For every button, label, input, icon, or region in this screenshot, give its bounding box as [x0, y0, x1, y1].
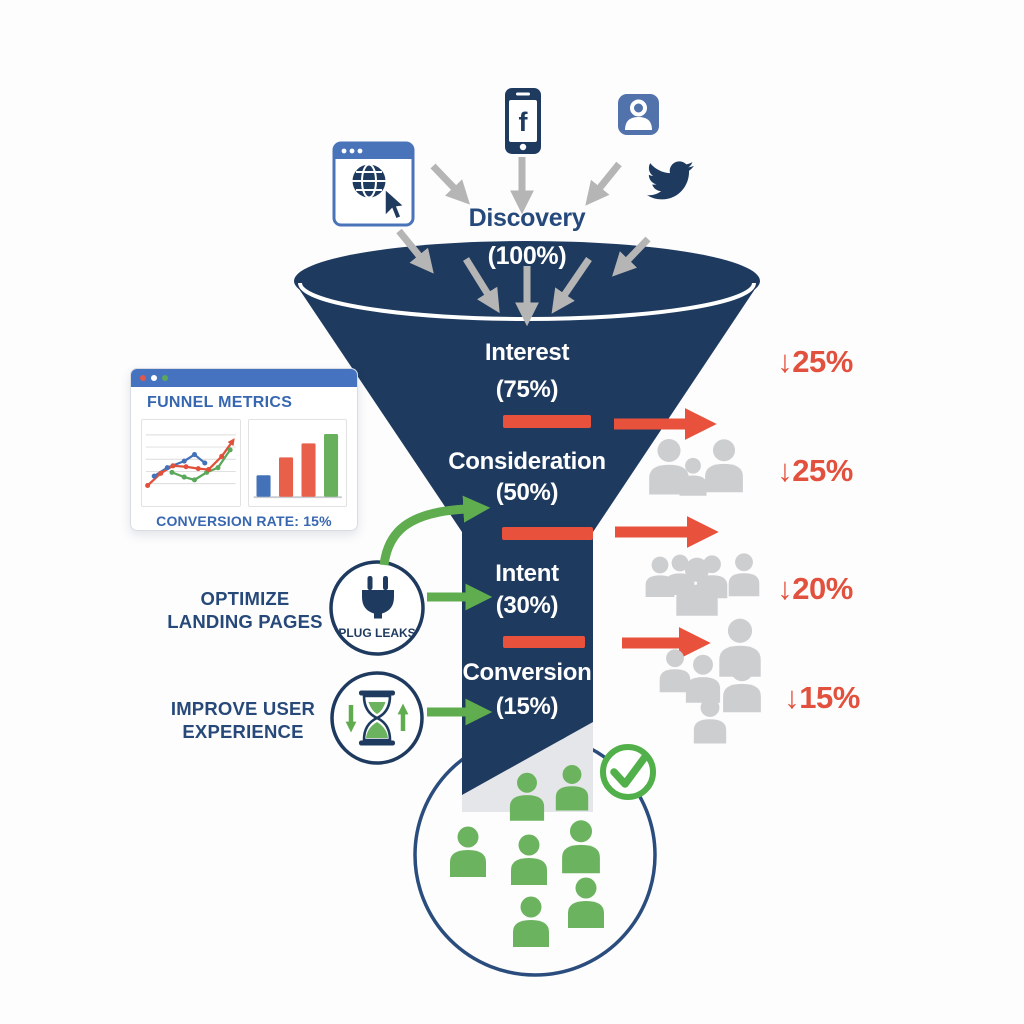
stage-consideration-value: (50%) [495, 479, 559, 506]
twitter-bird-icon [647, 161, 694, 200]
bar-chart [253, 433, 342, 499]
conversion-rate-label: CONVERSION RATE: 15% [156, 513, 332, 529]
traffic-arrow [551, 257, 592, 314]
traffic-arrow [612, 236, 651, 277]
stage-intent-value: (30%) [495, 592, 559, 619]
dropoff-label-1: ↓25% [777, 344, 853, 379]
plug-leaks-label: PLUG LEAKS [338, 626, 415, 640]
person-icon [685, 654, 721, 703]
data-point [191, 477, 198, 483]
window-dot-white [151, 375, 157, 381]
person-icon [511, 834, 547, 885]
gridlines [145, 434, 236, 485]
data-point [181, 474, 187, 480]
data-point [219, 453, 225, 459]
globe-icon [352, 163, 386, 199]
hourglass-badge [330, 671, 424, 765]
hourglass-icon [345, 690, 409, 746]
incoming-traffic-arrows [396, 157, 651, 327]
data-point [169, 469, 175, 475]
dropoff-label-3: ↓20% [777, 571, 853, 606]
checkmark-icon [600, 744, 656, 800]
bar [301, 443, 316, 497]
dropoff-label-4: ↓15% [784, 680, 860, 715]
window-dot-green [162, 375, 168, 381]
stage-intent-label: Intent [495, 560, 559, 587]
cursor-icon [384, 187, 406, 220]
curved-green-arrow [379, 495, 491, 566]
data-point [181, 458, 187, 464]
traffic-arrow [396, 228, 434, 274]
leak-bar [503, 636, 585, 648]
data-point [227, 447, 233, 453]
data-point [195, 466, 201, 472]
data-point [151, 473, 157, 479]
data-point [191, 452, 198, 458]
leak-arrows [614, 408, 719, 659]
card-charts [141, 419, 347, 507]
stage-consideration-label: Consideration [448, 448, 606, 475]
person-icon [693, 698, 727, 744]
data-point [145, 482, 151, 489]
stage-conversion-value: (15%) [495, 693, 559, 720]
leak-bar [502, 527, 593, 540]
plug-icon [362, 576, 394, 619]
funnel-metrics-card: FUNNEL METRICS CO [130, 368, 358, 531]
intervention-arrows [379, 495, 493, 726]
person-icon [705, 439, 743, 493]
optimize-line1: OPTIMIZE [200, 588, 290, 609]
card-title: FUNNEL METRICS [147, 394, 293, 411]
traffic-arrow [463, 257, 500, 314]
facebook-phone-icon: f [505, 88, 541, 154]
improve-user-experience-label: IMPROVE USER EXPERIENCE [148, 697, 338, 743]
leak-bar [503, 415, 591, 428]
stage-conversion-label: Conversion [462, 659, 592, 686]
data-point [170, 463, 176, 469]
traffic-arrow [430, 163, 470, 205]
stage-discovery-value: (100%) [487, 242, 567, 270]
person-icon [450, 826, 486, 877]
data-point [202, 460, 208, 466]
data-point [183, 464, 189, 470]
optimize-landing-pages-label: OPTIMIZE LANDING PAGES [150, 587, 340, 633]
person-icon [562, 820, 600, 874]
bar-chart-panel [247, 419, 347, 507]
person-icon [568, 877, 604, 928]
data-point [164, 465, 170, 471]
bar [323, 433, 338, 497]
improve-line2: EXPERIENCE [182, 721, 304, 742]
line-chart-panel [141, 419, 241, 507]
card-titlebar [131, 369, 357, 387]
plug-leaks-badge: PLUG LEAKS [329, 560, 425, 656]
data-point [215, 465, 221, 471]
facebook-f-glyph: f [519, 107, 529, 137]
data-point [158, 470, 164, 476]
person-icon [513, 896, 549, 947]
stage-discovery-label: Discovery [468, 204, 586, 232]
optimize-line2: LANDING PAGES [167, 611, 323, 632]
leak-bars [502, 415, 593, 648]
user-profile-icon [618, 94, 659, 135]
improve-line1: IMPROVE USER [170, 698, 316, 719]
line-chart [145, 434, 236, 489]
stage-interest-label: Interest [484, 339, 570, 366]
data-point [206, 467, 212, 473]
dropoff-label-2: ↓25% [777, 453, 853, 488]
bar [278, 457, 293, 497]
stage-interest-value: (75%) [495, 376, 559, 403]
bar [256, 475, 271, 497]
traffic-arrow [585, 161, 622, 206]
window-dot-red [140, 375, 146, 381]
web-browser-icon [332, 141, 415, 227]
